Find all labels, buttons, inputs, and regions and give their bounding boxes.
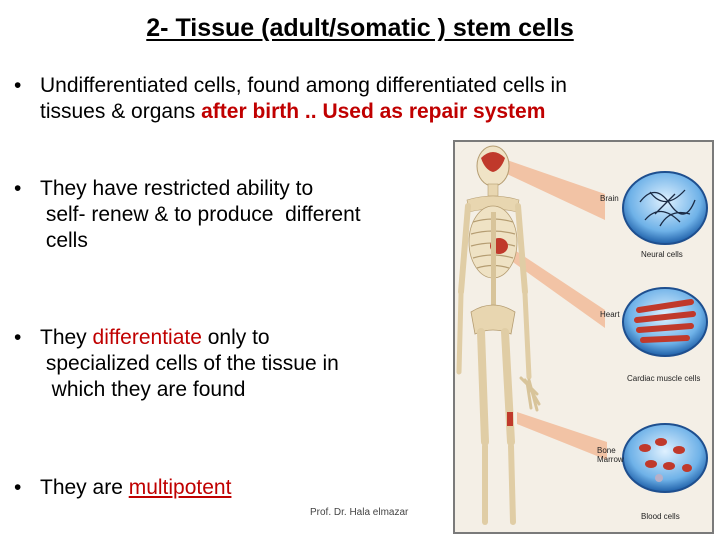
bullet-2-line-3: cells [40,229,88,252]
bullet-2-line-2: self- renew & to produce different [40,203,361,226]
label-cardiac-cells: Cardiac muscle cells [627,374,701,383]
bullet-4-highlight: multipotent [128,476,232,499]
stem-cell-figure: Brain Neural cells Heart Cardiac muscle … [453,140,714,534]
ray-marrow [517,412,607,460]
bullet-2: • They have restricted ability to self- … [14,176,361,254]
ray-heart [510,247,605,328]
bone-marrow-icon [507,412,513,426]
bullet-3-highlight: differentiate [92,326,202,349]
ray-brain [507,160,605,220]
bullet-3: • They differentiate only to specialized… [14,325,339,403]
label-blood-cells: Blood cells [641,512,680,521]
label-marrow: Marrow [597,455,624,464]
cardiac-cells-dish [622,287,708,357]
bullet-3-line-3: which they are found [40,378,246,401]
skeleton-icon [456,145,541,525]
bullet-dot: • [14,177,22,200]
label-neural-cells: Neural cells [641,250,683,259]
slide-footer: Prof. Dr. Hala elmazar [310,507,409,518]
slide-title: 2- Tissue (adult/somatic ) stem cells [146,14,574,42]
bullet-dot: • [14,326,22,349]
brain-icon [481,152,505,172]
bullet-dot: • [14,74,22,97]
bullet-1-line-1: Undifferentiated cells, found among diff… [40,74,567,97]
label-bone: Bone [597,446,616,455]
blood-cells-dish [622,423,708,493]
bullet-3-line-1-rest: only to [201,326,270,349]
neural-cells-dish [622,171,708,245]
bullet-4: • They are multipotent [14,475,231,501]
bullet-3-line-1: They [40,326,93,349]
bullet-1-line-2: tissues & organs [40,100,202,123]
bullet-4-text: They are [40,476,129,499]
label-brain: Brain [600,194,619,203]
bullet-1-highlight: after birth .. Used as repair system [201,100,546,123]
bullet-2-line-1: They have restricted ability to [40,177,314,200]
body-illustration [456,145,708,525]
label-heart: Heart [600,310,620,319]
bullet-dot: • [14,476,22,499]
bullet-3-line-2: specialized cells of the tissue in [40,352,339,375]
bullet-1: • Undifferentiated cells, found among di… [14,73,567,125]
